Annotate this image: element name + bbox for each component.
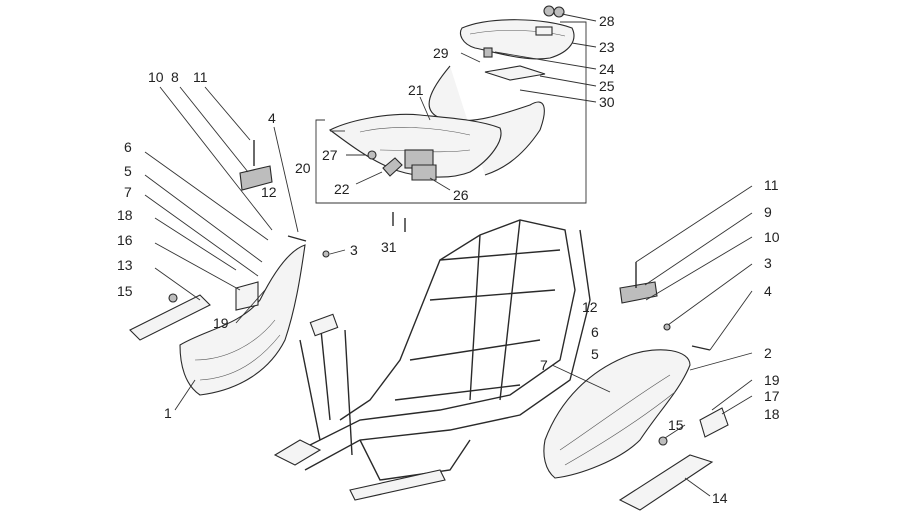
callout-5-left: 5 bbox=[124, 163, 132, 179]
scooter-frame bbox=[273, 219, 591, 501]
clip-3-right bbox=[663, 323, 671, 331]
callout-22: 22 bbox=[334, 181, 350, 197]
callout-31: 31 bbox=[381, 239, 397, 255]
seat-bracket-part bbox=[484, 65, 546, 81]
callout-14: 14 bbox=[712, 490, 728, 506]
callout-16: 16 bbox=[117, 232, 133, 248]
callout-23: 23 bbox=[599, 39, 615, 55]
callout-26: 26 bbox=[453, 187, 469, 203]
left-footrest-part bbox=[129, 294, 211, 341]
seat-clip-part bbox=[483, 47, 493, 58]
callout-11-right: 11 bbox=[764, 177, 779, 193]
left-side-cover-part bbox=[235, 281, 259, 311]
callout-13: 13 bbox=[117, 257, 133, 273]
callout-19-right: 19 bbox=[764, 372, 780, 388]
clip-3-left bbox=[322, 250, 330, 258]
callout-25: 25 bbox=[599, 78, 615, 94]
callout-4-left: 4 bbox=[268, 110, 276, 126]
callout-10-left: 10 bbox=[148, 69, 164, 85]
callout-6-right: 6 bbox=[591, 324, 599, 340]
callout-2: 2 bbox=[764, 345, 772, 361]
callout-labels: 28 23 29 24 25 30 21 27 22 26 20 31 10 8… bbox=[117, 13, 780, 506]
callout-12-right: 12 bbox=[582, 299, 598, 315]
callout-18-left: 18 bbox=[117, 207, 133, 223]
callout-27: 27 bbox=[322, 147, 338, 163]
callout-18-right: 18 bbox=[764, 406, 780, 422]
seat-grommet-part bbox=[367, 150, 377, 160]
seat-part bbox=[459, 5, 575, 60]
callout-5-right: 5 bbox=[591, 346, 599, 362]
callout-29: 29 bbox=[433, 45, 449, 61]
callout-11-left: 11 bbox=[193, 69, 208, 85]
callout-19-left: 19 bbox=[213, 315, 229, 331]
callout-9: 9 bbox=[764, 204, 772, 220]
screw-4-left bbox=[287, 235, 307, 242]
callout-17: 17 bbox=[764, 388, 780, 404]
callout-1: 1 bbox=[164, 405, 172, 421]
callout-3-left: 3 bbox=[350, 242, 358, 258]
callout-30: 30 bbox=[599, 94, 615, 110]
callout-7-right: 7 bbox=[540, 357, 548, 373]
callout-24: 24 bbox=[599, 61, 615, 77]
seat-latch-part bbox=[382, 157, 403, 177]
callout-7-left: 7 bbox=[124, 184, 132, 200]
right-handle-bracket-part bbox=[619, 281, 658, 304]
callout-15-right: 15 bbox=[668, 417, 684, 433]
callout-10-right: 10 bbox=[764, 229, 780, 245]
right-side-cover-part bbox=[699, 407, 729, 438]
helmet-compartment-rim bbox=[428, 65, 545, 176]
callout-15-left: 15 bbox=[117, 283, 133, 299]
screw-4-right bbox=[691, 345, 711, 351]
callout-20: 20 bbox=[295, 160, 311, 176]
callout-8: 8 bbox=[171, 69, 179, 85]
callout-3-right: 3 bbox=[764, 255, 772, 271]
callout-12-left: 12 bbox=[261, 184, 277, 200]
leader-lines bbox=[144, 13, 753, 497]
right-footrest-part bbox=[618, 454, 714, 511]
seat-assembly-box bbox=[315, 21, 587, 204]
grommet-15-right bbox=[658, 436, 668, 446]
callout-6-left: 6 bbox=[124, 139, 132, 155]
seat-hinge-part bbox=[411, 164, 437, 181]
left-floor-panel-part bbox=[179, 244, 306, 396]
grommet-15-left bbox=[168, 293, 178, 303]
callout-4-right: 4 bbox=[764, 283, 772, 299]
callout-21: 21 bbox=[408, 82, 424, 98]
right-floor-panel-part bbox=[543, 349, 691, 479]
callout-28: 28 bbox=[599, 13, 615, 29]
